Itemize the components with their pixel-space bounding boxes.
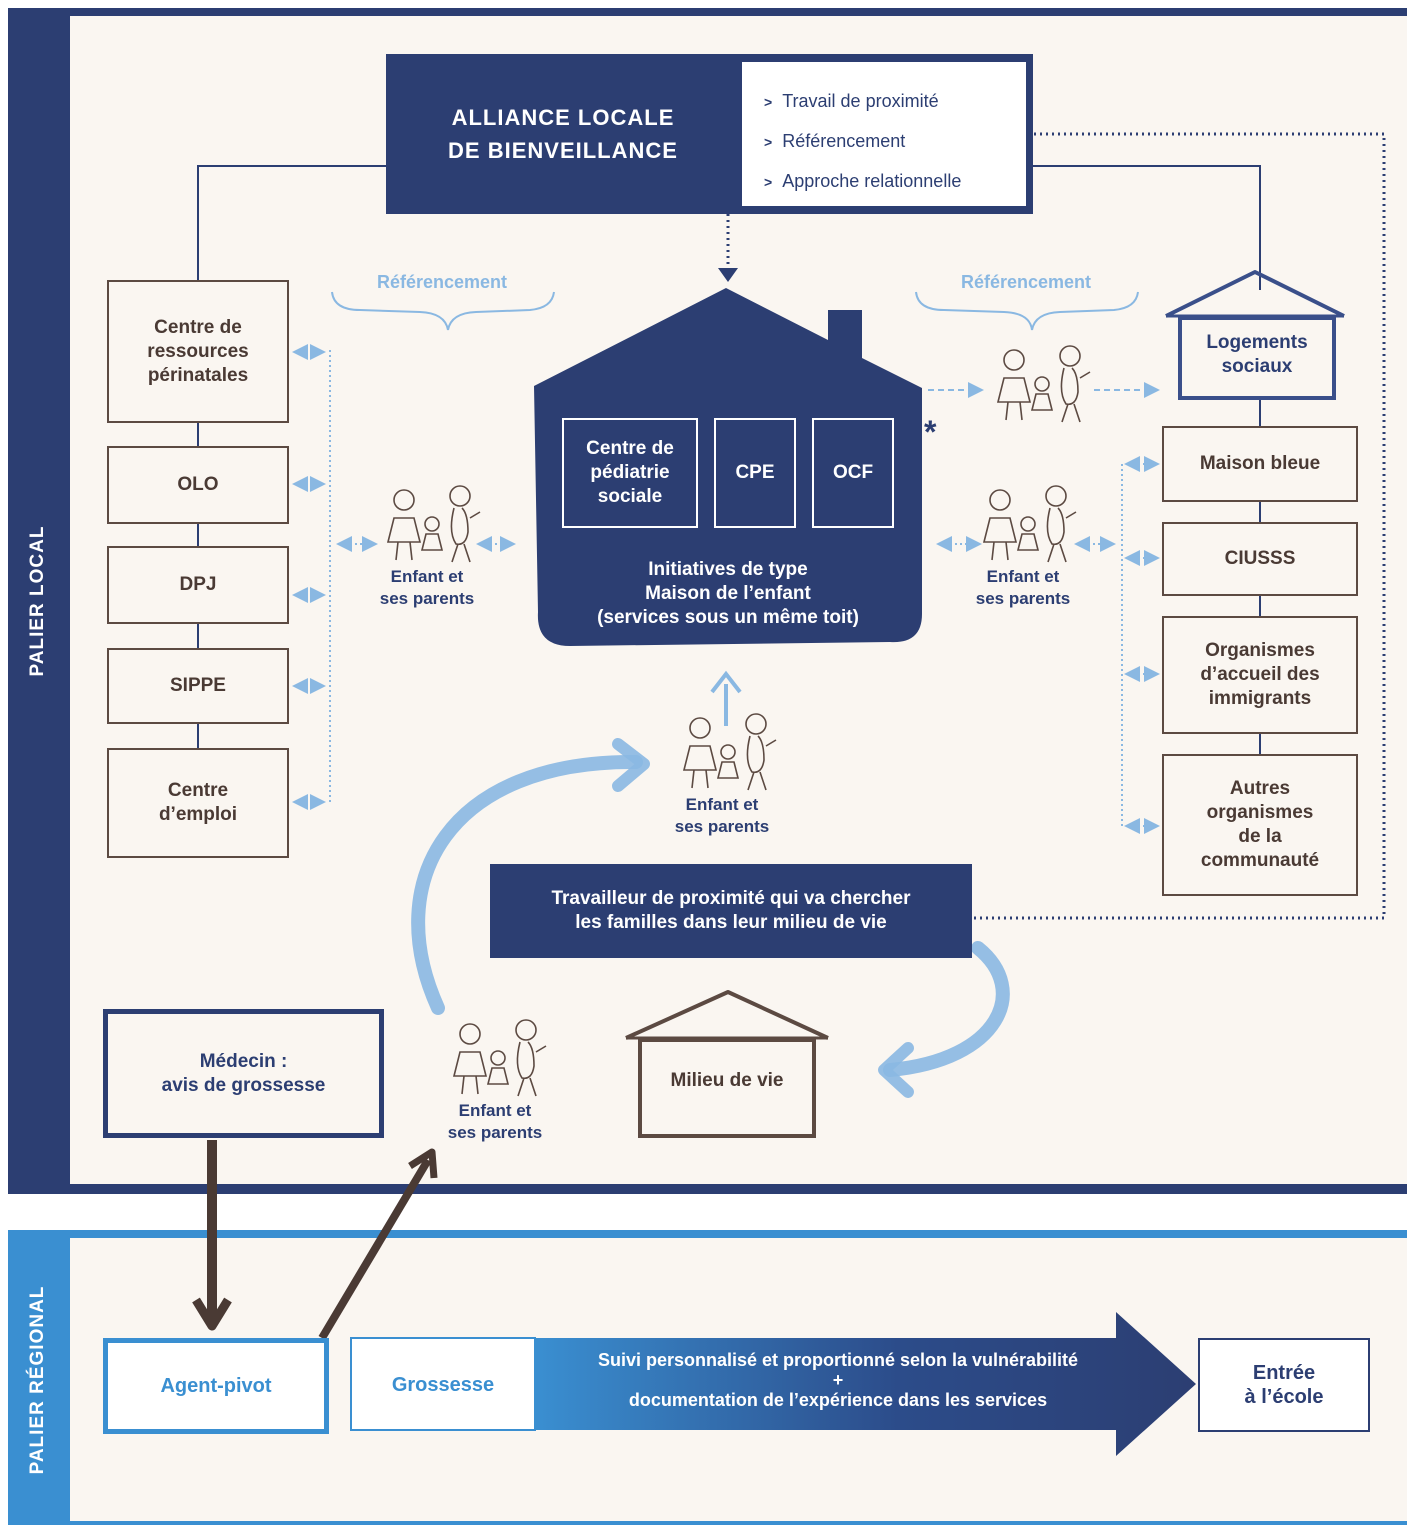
palier-local-band (8, 8, 70, 1194)
family-sketch-icon (982, 485, 1077, 563)
right-partner-box: Organismes d’accueil des immigrants (1162, 616, 1358, 734)
referencement-label-left: Référencement (376, 272, 508, 292)
family-label-left: Enfant et ses parents (379, 567, 475, 608)
suivi-text: Suivi personnalisé et proportionné selon… (597, 1350, 1079, 1410)
house-service-box: CPE (714, 418, 796, 528)
medecin-box: Médecin : avis de grossesse (103, 1009, 384, 1138)
social-housing-label: Logements sociaux (1206, 332, 1308, 377)
referencement-label-right: Référencement (960, 272, 1092, 292)
palier-regional-bottom-border (8, 1521, 1407, 1525)
family-sketch-icon (682, 713, 777, 791)
alliance-approach-item: > Référencement (764, 131, 906, 151)
family-sketch-icon (996, 345, 1091, 423)
house-caption: Initiatives de type Maison de l’enfant (… (597, 559, 859, 628)
alliance-approach-item: > Travail de proximité (764, 91, 939, 111)
family-sketch-icon (452, 1019, 547, 1097)
palier-local-top-border (8, 8, 1407, 16)
left-partner-box: Centre d’emploi (107, 748, 289, 858)
travailleur-proximite-box: Travailleur de proximité qui va chercher… (490, 864, 972, 958)
family-label-center: Enfant et ses parents (674, 795, 770, 836)
palier-regional-top-border (8, 1230, 1407, 1238)
left-partner-box: OLO (107, 446, 289, 524)
right-partner-box: Autres organismes de la communauté (1162, 754, 1358, 896)
left-partner-box: SIPPE (107, 648, 289, 724)
left-partner-box: DPJ (107, 546, 289, 624)
palier-regional-band (8, 1230, 70, 1525)
travailleur-proximite-text: Travailleur de proximité qui va chercher… (551, 888, 911, 933)
left-partner-box: Centre de ressources périnatales (107, 280, 289, 423)
house-service-box: Centre de pédiatrie sociale (562, 418, 698, 528)
alliance-approach-item: > Approche relationnelle (764, 171, 962, 191)
alliance-approaches-panel (742, 62, 1026, 206)
house-service-box: OCF (812, 418, 894, 528)
grossesse-label: Grossesse (391, 1374, 495, 1396)
alliance-approaches-list: > Travail de proximité > Référencement >… (764, 82, 1014, 202)
right-partner-box: Maison bleue (1162, 426, 1358, 502)
milieu-de-vie-house (625, 990, 829, 1138)
family-label-bottom: Enfant et ses parents (447, 1101, 543, 1142)
family-label-right: Enfant et ses parents (975, 567, 1071, 608)
palier-local-bottom-border (8, 1184, 1407, 1194)
milieu-de-vie-label: Milieu de vie (670, 1070, 784, 1091)
entree-ecole-box: Entrée à l’école (1198, 1338, 1370, 1432)
asterisk-mark: * (924, 414, 937, 450)
social-housing-icon (1165, 270, 1345, 400)
suivi-arrow (350, 1312, 1196, 1456)
maison-enfant-house (534, 288, 922, 646)
right-partner-box: CIUSSS (1162, 522, 1358, 596)
alliance-locale-title: ALLIANCE LOCALE DE BIENVEILLANCE (448, 105, 678, 163)
family-sketch-icon (386, 485, 481, 563)
agent-pivot-box: Agent-pivot (103, 1338, 329, 1434)
